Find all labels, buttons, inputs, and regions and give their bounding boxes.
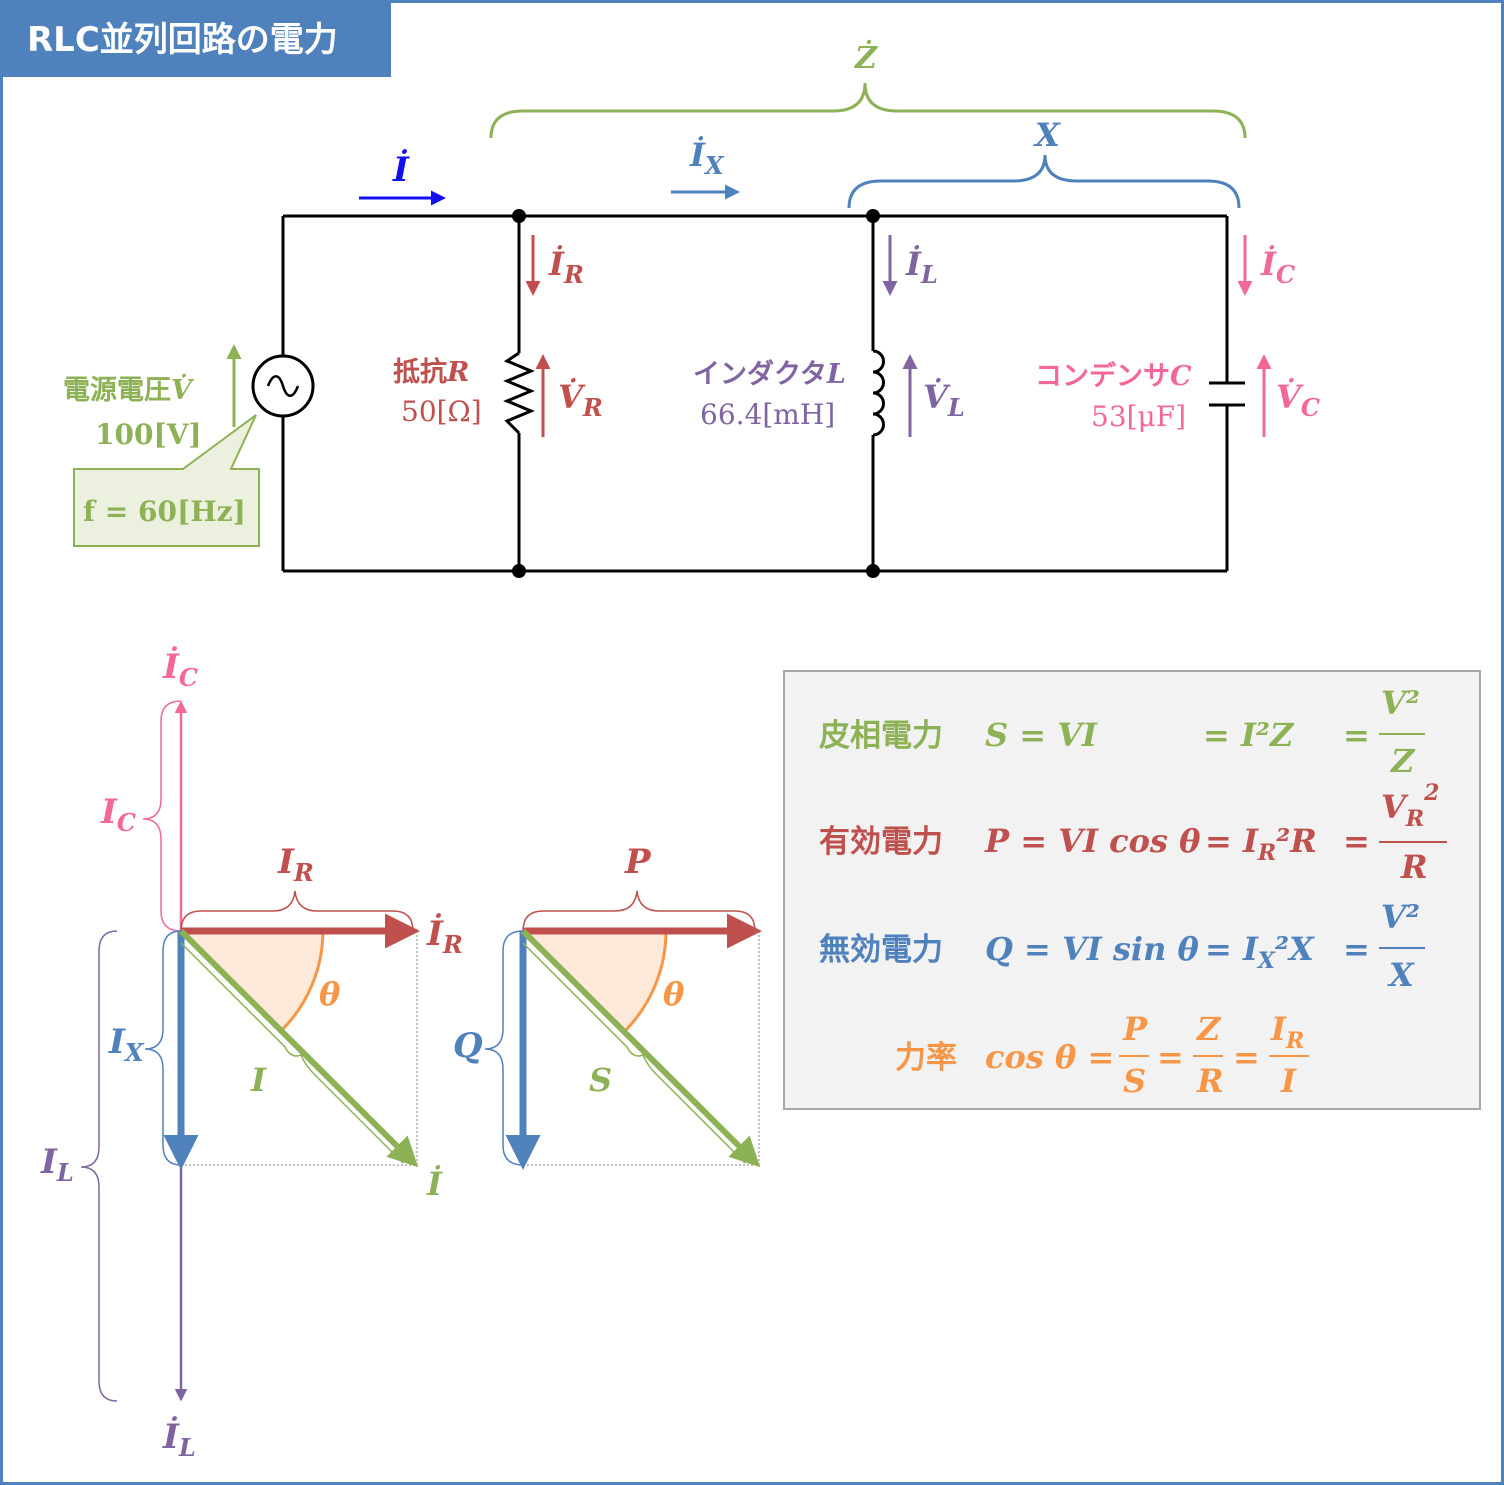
formula-box: 皮相電力 S = VI = I²Z = V² Z 有効電力 P = VI cos…: [783, 670, 1481, 1110]
brace-Z-label: Ż: [854, 39, 878, 76]
IX-brace-label: IX: [108, 1022, 145, 1067]
active-eq3-eq: =: [1343, 822, 1370, 860]
pf-label: 力率: [895, 1040, 957, 1076]
theta-arc-power: [622, 930, 668, 1034]
brace-Z: [489, 82, 1247, 139]
reactive-lhs: Q = VI sin θ: [985, 930, 1199, 968]
apparent-label: 皮相電力: [819, 718, 943, 754]
page-title: RLC並列回路の電力: [3, 3, 391, 77]
apparent-eq3-eq: =: [1343, 716, 1370, 754]
capacitor-value: 53[μF]: [1091, 400, 1186, 433]
circuit-nodes: [512, 209, 880, 578]
reactive-den: X: [1387, 956, 1415, 994]
pf-f2-num: Z: [1195, 1010, 1222, 1048]
S-label: S: [589, 1061, 612, 1099]
pf-lhs: cos θ =: [985, 1038, 1114, 1076]
current-IL-label: İL: [905, 245, 938, 289]
inductor-coil: [872, 349, 885, 437]
IL-bottom-label: İL: [162, 1416, 196, 1462]
voltage-VC-label: V̇C: [1276, 378, 1320, 422]
brace-X-label: X: [1033, 116, 1061, 154]
source-value: 100[V]: [95, 418, 202, 451]
current-I-label: İ: [392, 149, 410, 190]
node-top-r: [512, 209, 526, 223]
IC-brace-label: IC: [100, 792, 136, 837]
reactive-num: V²: [1381, 898, 1420, 936]
theta-sector-current: [181, 931, 323, 1031]
pf-f3-den: I: [1280, 1062, 1297, 1100]
node-bottom-l: [866, 564, 880, 578]
active-eq2: = IR²R: [1205, 822, 1317, 866]
Q-label: Q: [453, 1026, 483, 1066]
I-brace-label: I: [250, 1061, 267, 1099]
theta-arc-current: [279, 930, 325, 1033]
pf-f1-num: P: [1122, 1010, 1148, 1048]
reactive-eq2: = IX²X: [1205, 930, 1315, 974]
brace-I-diag: [180, 942, 404, 1164]
pf-eq1: =: [1157, 1038, 1184, 1076]
pf-f2-den: R: [1196, 1062, 1224, 1100]
circuit-and-phasor-svg: Ż X İ İX İR İL İC V̇R V̇L V̇C 電源電圧V̇ 100…: [40, 39, 1320, 1462]
brace-IR: [180, 890, 414, 932]
formula-pf: 力率 cos θ = P S = Z R = IR I: [895, 1010, 1309, 1100]
formula-reactive: 無効電力 Q = VI sin θ = IX²X = V² X: [819, 898, 1425, 994]
active-num: VR2: [1381, 780, 1439, 832]
active-label: 有効電力: [819, 824, 943, 860]
theta-current-label: θ: [319, 975, 341, 1013]
freq-callout: [73, 414, 260, 547]
inductor-label: インダクタL: [693, 358, 846, 390]
pf-eq2: =: [1233, 1038, 1260, 1076]
apparent-lhs: S = VI: [985, 716, 1098, 754]
brace-P: [522, 890, 756, 932]
apparent-num: V²: [1381, 684, 1420, 722]
source-label: 電源電圧V̇: [63, 373, 195, 406]
apparent-eq2: = I²Z: [1203, 716, 1295, 754]
IC-top-label: İC: [162, 646, 198, 692]
formula-apparent: 皮相電力 S = VI = I²Z = V² Z: [819, 684, 1425, 780]
formula-active: 有効電力 P = VI cos θ = IR²R = VR2 R: [819, 780, 1447, 886]
IR-tip-label: İR: [426, 913, 463, 959]
reactive-eq3-eq: =: [1343, 930, 1370, 968]
inductor-value: 66.4[mH]: [700, 398, 835, 431]
brace-IL: [80, 930, 118, 1402]
theta-power-label: θ: [663, 975, 685, 1013]
node-top-l: [866, 209, 880, 223]
power-phasor: [484, 890, 762, 1170]
IL-brace-label: IL: [40, 1142, 74, 1187]
theta-sector-power: [523, 931, 666, 1032]
brace-S-diag: [522, 942, 746, 1164]
pf-f3-num: IR: [1270, 1010, 1304, 1054]
resistor-label: 抵抗R: [393, 356, 469, 388]
voltage-VL-label: V̇L: [923, 378, 965, 422]
apparent-den: Z: [1389, 742, 1416, 780]
brace-IC: [142, 700, 182, 932]
freq-label: f = 60[Hz]: [83, 495, 246, 528]
node-bottom-r: [512, 564, 526, 578]
active-lhs: P = VI cos θ: [984, 822, 1201, 860]
current-IC-label: İC: [1260, 245, 1295, 289]
resistor-value: 50[Ω]: [401, 395, 482, 428]
resistor-zigzag: [503, 351, 535, 435]
capacitor-label: コンデンサC: [1035, 360, 1192, 392]
active-den: R: [1400, 848, 1428, 886]
current-phasor: [80, 700, 420, 1402]
reactive-label: 無効電力: [819, 932, 943, 968]
brace-X: [847, 154, 1241, 209]
brace-Q: [484, 930, 524, 1166]
brace-IX: [144, 930, 182, 1166]
I-phasor: [178, 928, 419, 1168]
IR-brace-label: IR: [277, 842, 314, 887]
current-IR-label: İR: [548, 245, 584, 289]
formula-svg: 皮相電力 S = VI = I²Z = V² Z 有効電力 P = VI cos…: [819, 684, 1447, 1100]
pf-f1-den: S: [1123, 1062, 1146, 1100]
voltage-VR-label: V̇R: [558, 378, 603, 422]
I-tip-label: İ: [426, 1165, 443, 1203]
ac-source-sine: [266, 375, 300, 397]
current-IX-label: İX: [689, 136, 725, 180]
circuit: [251, 214, 1245, 573]
S-phasor: [520, 928, 761, 1168]
P-label: P: [624, 842, 652, 882]
capacitor-plates: [1209, 381, 1245, 407]
